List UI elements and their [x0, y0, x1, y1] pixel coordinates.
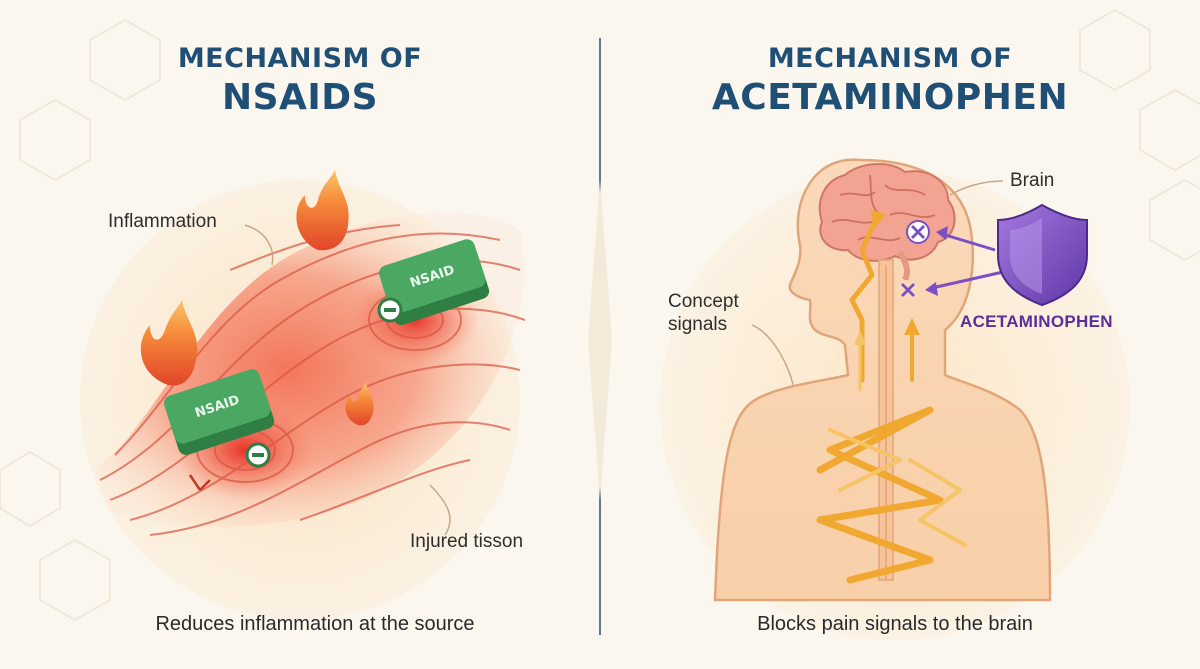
- right-panel-title: MECHANISM OF ACETAMINOPHEN: [680, 42, 1100, 120]
- left-panel-title: MECHANISM OF NSAIDS: [100, 42, 500, 120]
- block-x-icon: [898, 280, 918, 300]
- signals-label-line1: Concept: [668, 291, 739, 312]
- pain-signals: [816, 210, 967, 584]
- acetaminophen-label: ACETAMINOPHEN: [960, 312, 1113, 331]
- left-title-line1: MECHANISM OF: [177, 43, 423, 74]
- signals-label-line2: signals: [668, 314, 728, 335]
- flame-icon: [140, 300, 198, 386]
- flame-icon: [345, 382, 374, 426]
- signals-leader: [751, 324, 794, 386]
- inflammation-leader: [244, 224, 274, 266]
- minus-icon: [377, 297, 403, 323]
- brain-label: Brain: [1010, 170, 1055, 191]
- flame-icon: [296, 170, 349, 251]
- inflammation-label: Inflammation: [108, 211, 217, 232]
- brain-leader: [949, 180, 1004, 196]
- block-x-icon: [906, 220, 930, 244]
- divider-shape: [588, 180, 612, 500]
- block-arrows: [925, 226, 1004, 296]
- nsaid-pill-bottom: NSAID: [164, 369, 275, 455]
- concept-signals-label: Concept signals: [668, 290, 739, 336]
- spinal-cord: [878, 259, 894, 581]
- shield-icon: [997, 203, 1088, 307]
- minus-icon: [245, 442, 271, 468]
- right-title-line2: ACETAMINOPHEN: [711, 77, 1069, 118]
- left-title-line2: NSAIDS: [221, 77, 379, 118]
- left-caption: Reduces inflammation at the source: [155, 613, 475, 635]
- right-title-line1: MECHANISM OF: [767, 43, 1013, 74]
- injured-tissue-leader: [429, 484, 451, 536]
- hexagon-pattern: [0, 9, 1200, 621]
- right-caption: Blocks pain signals to the brain: [757, 613, 1033, 635]
- injured-tissue-label: Injured tisson: [410, 531, 524, 552]
- nsaid-pill-top: NSAID: [379, 239, 490, 325]
